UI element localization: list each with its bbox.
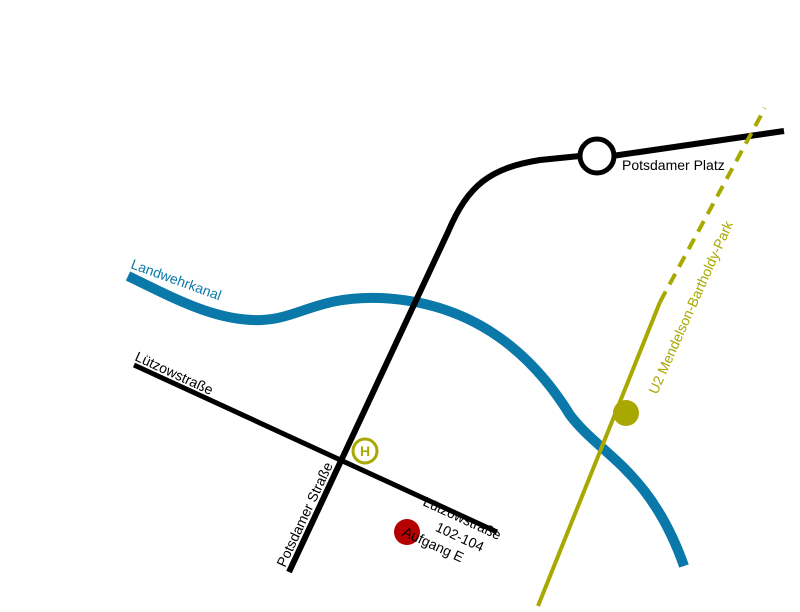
destination-marker-icon	[394, 519, 420, 545]
u2-line-solid	[536, 301, 662, 607]
destination-address: Lützowstraße 102-104 Aufgang E	[400, 493, 504, 565]
luetzowstrasse-street	[132, 362, 499, 535]
potsdamer-platz-label: Potsdamer Platz	[622, 157, 725, 173]
luetzowstrasse-street-label: Lützowstraße	[133, 348, 216, 398]
u2-line-dashed	[658, 107, 767, 303]
station-ring-icon	[577, 136, 617, 176]
potsdamer-strasse-street	[286, 128, 785, 574]
bus-stop-symbol-text: H	[360, 443, 370, 459]
u-bahn-station-icon	[613, 400, 639, 426]
potsdamer-strasse-label: Potsdamer Straße	[273, 459, 336, 569]
bus-stop-icon: H	[351, 437, 379, 465]
